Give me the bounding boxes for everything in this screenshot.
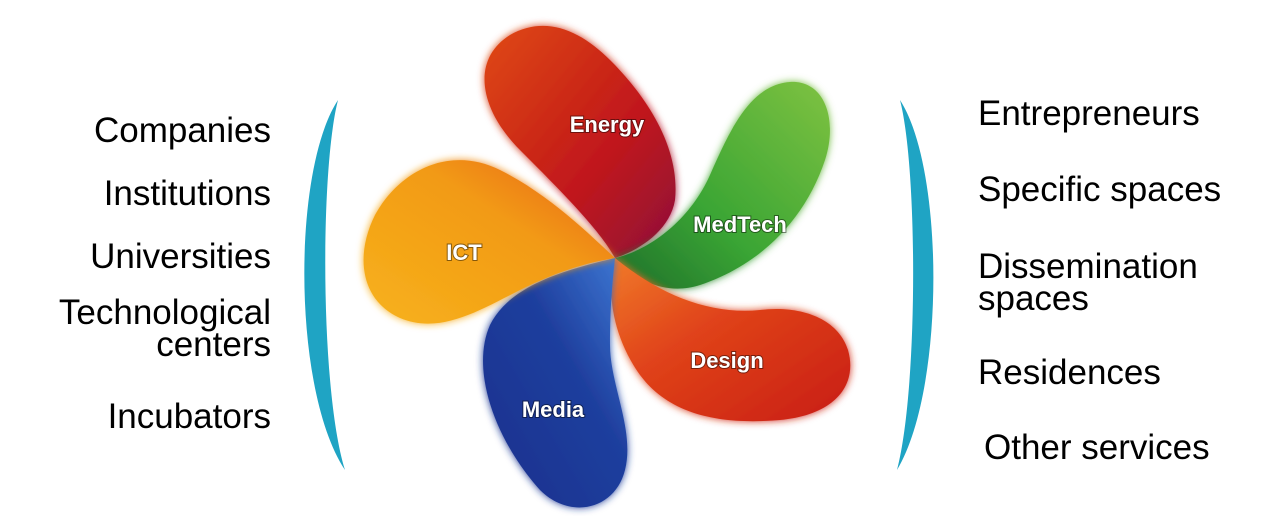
list-item-technological-centers: Technological centers: [58, 293, 271, 364]
petal-media: Media: [483, 258, 628, 508]
petal-media-shape: [483, 258, 628, 508]
petal-label-design: Design: [690, 348, 763, 373]
list-item-universities: Universities: [90, 237, 271, 276]
petal-medtech-shape: [615, 81, 830, 289]
list-item-residences: Residences: [978, 353, 1161, 392]
petal-design: Design: [611, 258, 851, 422]
petal-medtech: MedTech: [615, 81, 830, 289]
petal-ict-shape: [363, 160, 615, 324]
petal-label-medtech: MedTech: [693, 212, 787, 237]
petal-design-shape: [611, 258, 851, 422]
list-item-specific-spaces: Specific spaces: [978, 170, 1222, 209]
petal-label-energy: Energy: [570, 112, 645, 137]
petal-label-ict: ICT: [446, 240, 482, 265]
sector-flower: Energy MedTech Design Media ICT: [363, 25, 851, 508]
list-item-companies: Companies: [93, 111, 271, 150]
petal-label-media: Media: [522, 397, 585, 422]
list-item-entrepreneurs: Entrepreneurs: [978, 94, 1200, 133]
list-item-incubators: Incubators: [107, 397, 271, 436]
petal-energy-shape: [484, 25, 676, 258]
list-item-dissemination-spaces: Dissemination spaces: [978, 247, 1198, 318]
left-stakeholder-list: Companies Institutions Universities Tech…: [0, 0, 271, 516]
list-item-other-services: Other services: [984, 428, 1210, 467]
list-item-institutions: Institutions: [103, 174, 271, 213]
petal-ict: ICT: [363, 160, 615, 324]
right-offering-list: Entrepreneurs Specific spaces Disseminat…: [978, 0, 1278, 516]
petal-energy: Energy: [484, 25, 676, 258]
